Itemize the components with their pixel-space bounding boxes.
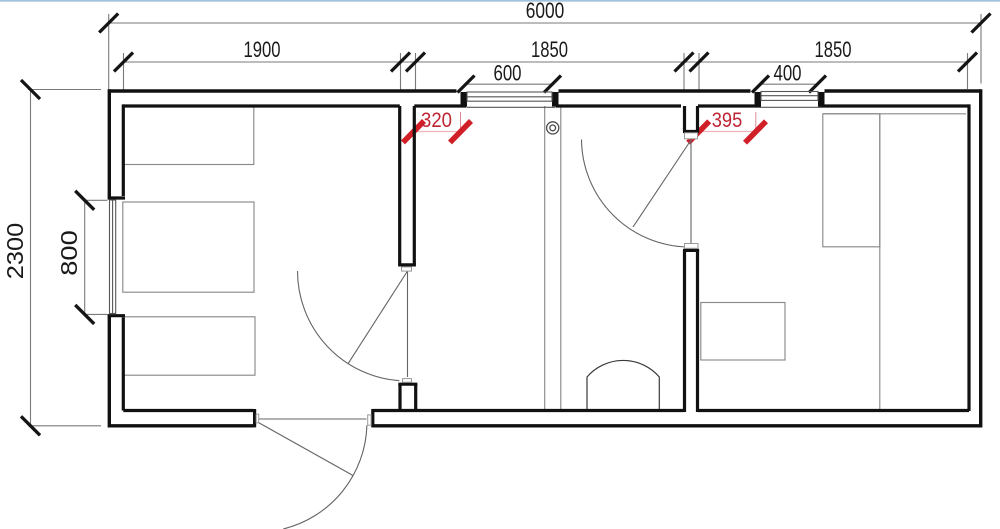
svg-text:1900: 1900: [244, 37, 281, 62]
svg-text:6000: 6000: [526, 0, 565, 23]
svg-text:600: 600: [494, 61, 522, 86]
svg-text:1850: 1850: [531, 37, 568, 62]
svg-text:2300: 2300: [2, 223, 28, 280]
svg-text:800: 800: [56, 230, 82, 276]
svg-text:1850: 1850: [815, 37, 852, 62]
svg-text:320: 320: [421, 109, 452, 132]
svg-text:400: 400: [774, 61, 802, 86]
svg-text:395: 395: [712, 109, 743, 132]
